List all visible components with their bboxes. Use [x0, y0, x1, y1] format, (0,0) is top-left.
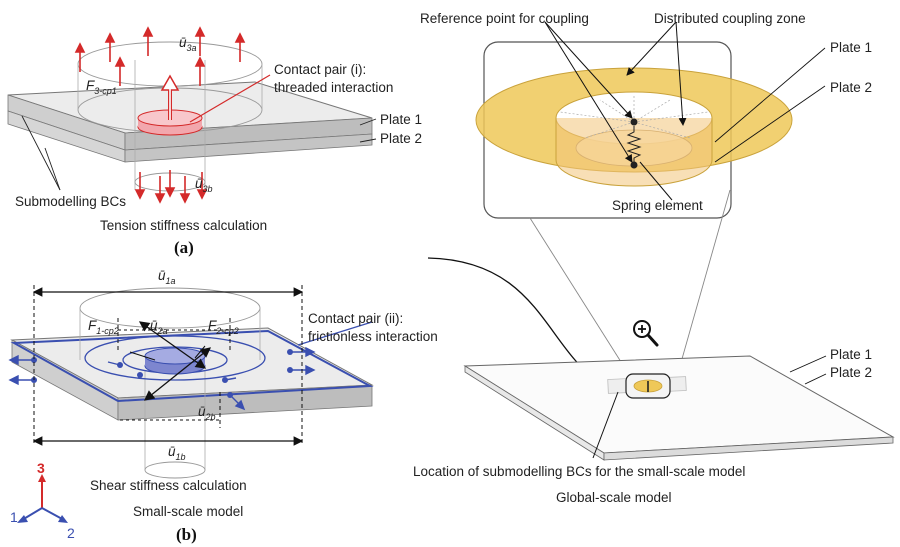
u2b-label: ū2b: [198, 404, 216, 422]
contact-pair-ii-line2: frictionless interaction: [308, 329, 438, 344]
u2a-label: ū2a: [150, 318, 168, 336]
ref-point-label: Reference point for coupling: [420, 11, 589, 26]
small-scale-title: Small-scale model: [133, 504, 243, 519]
zoom-inset: Reference point for coupling Distributed…: [420, 11, 872, 219]
axis-3-label: 3: [37, 460, 45, 476]
shear-title: Shear stiffness calculation: [90, 478, 247, 493]
contact-pair-ii-line1: Contact pair (ii):: [308, 311, 403, 326]
plate1-label-global: Plate 1: [830, 347, 872, 362]
axis-triad: 3 1 2: [10, 460, 75, 541]
magnifier-icon: [633, 320, 659, 347]
contact-pair-i-line1: Contact pair (i):: [274, 62, 366, 77]
caption-b: (b): [176, 525, 197, 544]
submodelling-bcs-label: Submodelling BCs: [15, 194, 126, 209]
plate1-label-a: Plate 1: [380, 112, 422, 127]
plate2-label-zoom: Plate 2: [830, 80, 872, 95]
location-label: Location of submodelling BCs for the sma…: [413, 464, 745, 479]
u3a-label: ū3a: [179, 35, 197, 53]
f1-label: F1-cp2: [88, 318, 119, 336]
contact-pair-i-line2: threaded interaction: [274, 80, 393, 95]
coupling-zone-label: Distributed coupling zone: [654, 11, 806, 26]
panel-b: ū1a F1-cp2 ū2a F2-cp2 Contact pair (ii):…: [8, 268, 438, 544]
axis-1-label: 1: [10, 509, 18, 525]
f2-label: F2-cp2: [208, 318, 239, 336]
f3-label: F3-cp1: [86, 78, 117, 96]
caption-a: (a): [174, 238, 194, 257]
global-model: Plate 1 Plate 2 Location of submodelling…: [413, 347, 895, 505]
plate1-label-zoom: Plate 1: [830, 40, 872, 55]
tension-title: Tension stiffness calculation: [100, 218, 267, 233]
plate2-label-a: Plate 2: [380, 131, 422, 146]
panel-a: ū3a F3-cp1 Contact pair (i): threaded in…: [7, 26, 422, 257]
u1a-label: ū1a: [158, 268, 176, 286]
plate2-label-global: Plate 2: [830, 365, 872, 380]
global-title: Global-scale model: [556, 490, 672, 505]
axis-2-label: 2: [67, 525, 75, 541]
u3b-label: ū3b: [195, 176, 213, 194]
u1b-label: ū1b: [168, 444, 186, 462]
spring-element-label: Spring element: [612, 198, 703, 213]
